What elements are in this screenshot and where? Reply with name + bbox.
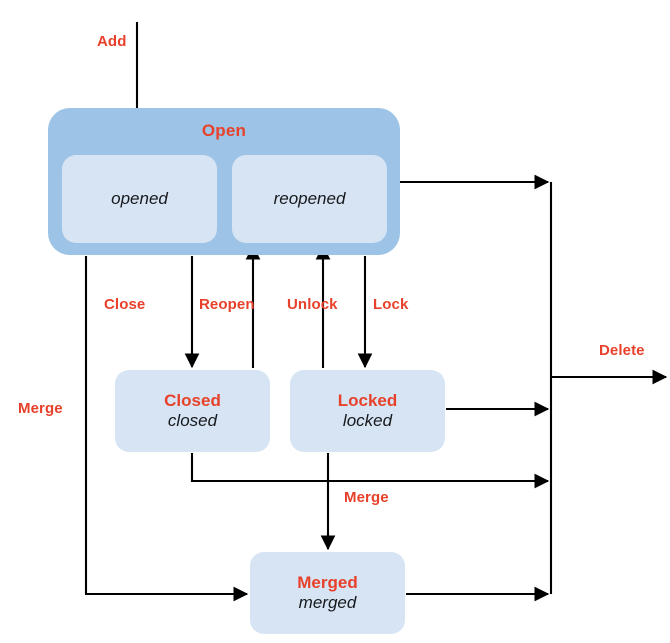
edge-label-merge-left: Merge xyxy=(18,400,63,417)
edge-label-merge-middle: Merge xyxy=(344,489,389,506)
edge-label-reopen: Reopen xyxy=(199,296,255,313)
state-closed[interactable]: Closed closed xyxy=(115,370,270,452)
edge-label-add: Add xyxy=(97,33,127,50)
edge-label-delete: Delete xyxy=(599,342,645,359)
state-locked[interactable]: Locked locked xyxy=(290,370,445,452)
state-reopened[interactable]: reopened xyxy=(232,155,387,243)
edge-label-lock: Lock xyxy=(373,296,409,313)
state-opened-label: opened xyxy=(111,189,168,208)
state-merged[interactable]: Merged merged xyxy=(250,552,405,634)
edge-label-unlock: Unlock xyxy=(287,296,338,313)
edge-merge-left xyxy=(84,256,249,602)
state-locked-title: Locked xyxy=(337,391,398,411)
state-merged-title: Merged xyxy=(297,573,358,593)
state-reopened-label: reopened xyxy=(273,189,346,208)
group-open-title: Open xyxy=(201,121,247,140)
state-merged-sub: merged xyxy=(298,592,357,612)
state-opened[interactable]: opened xyxy=(62,155,217,243)
state-closed-sub: closed xyxy=(167,410,218,430)
state-locked-sub: locked xyxy=(342,410,393,430)
state-closed-title: Closed xyxy=(164,391,221,411)
edge-merge-closed xyxy=(190,453,550,489)
edge-label-close: Close xyxy=(104,296,146,313)
